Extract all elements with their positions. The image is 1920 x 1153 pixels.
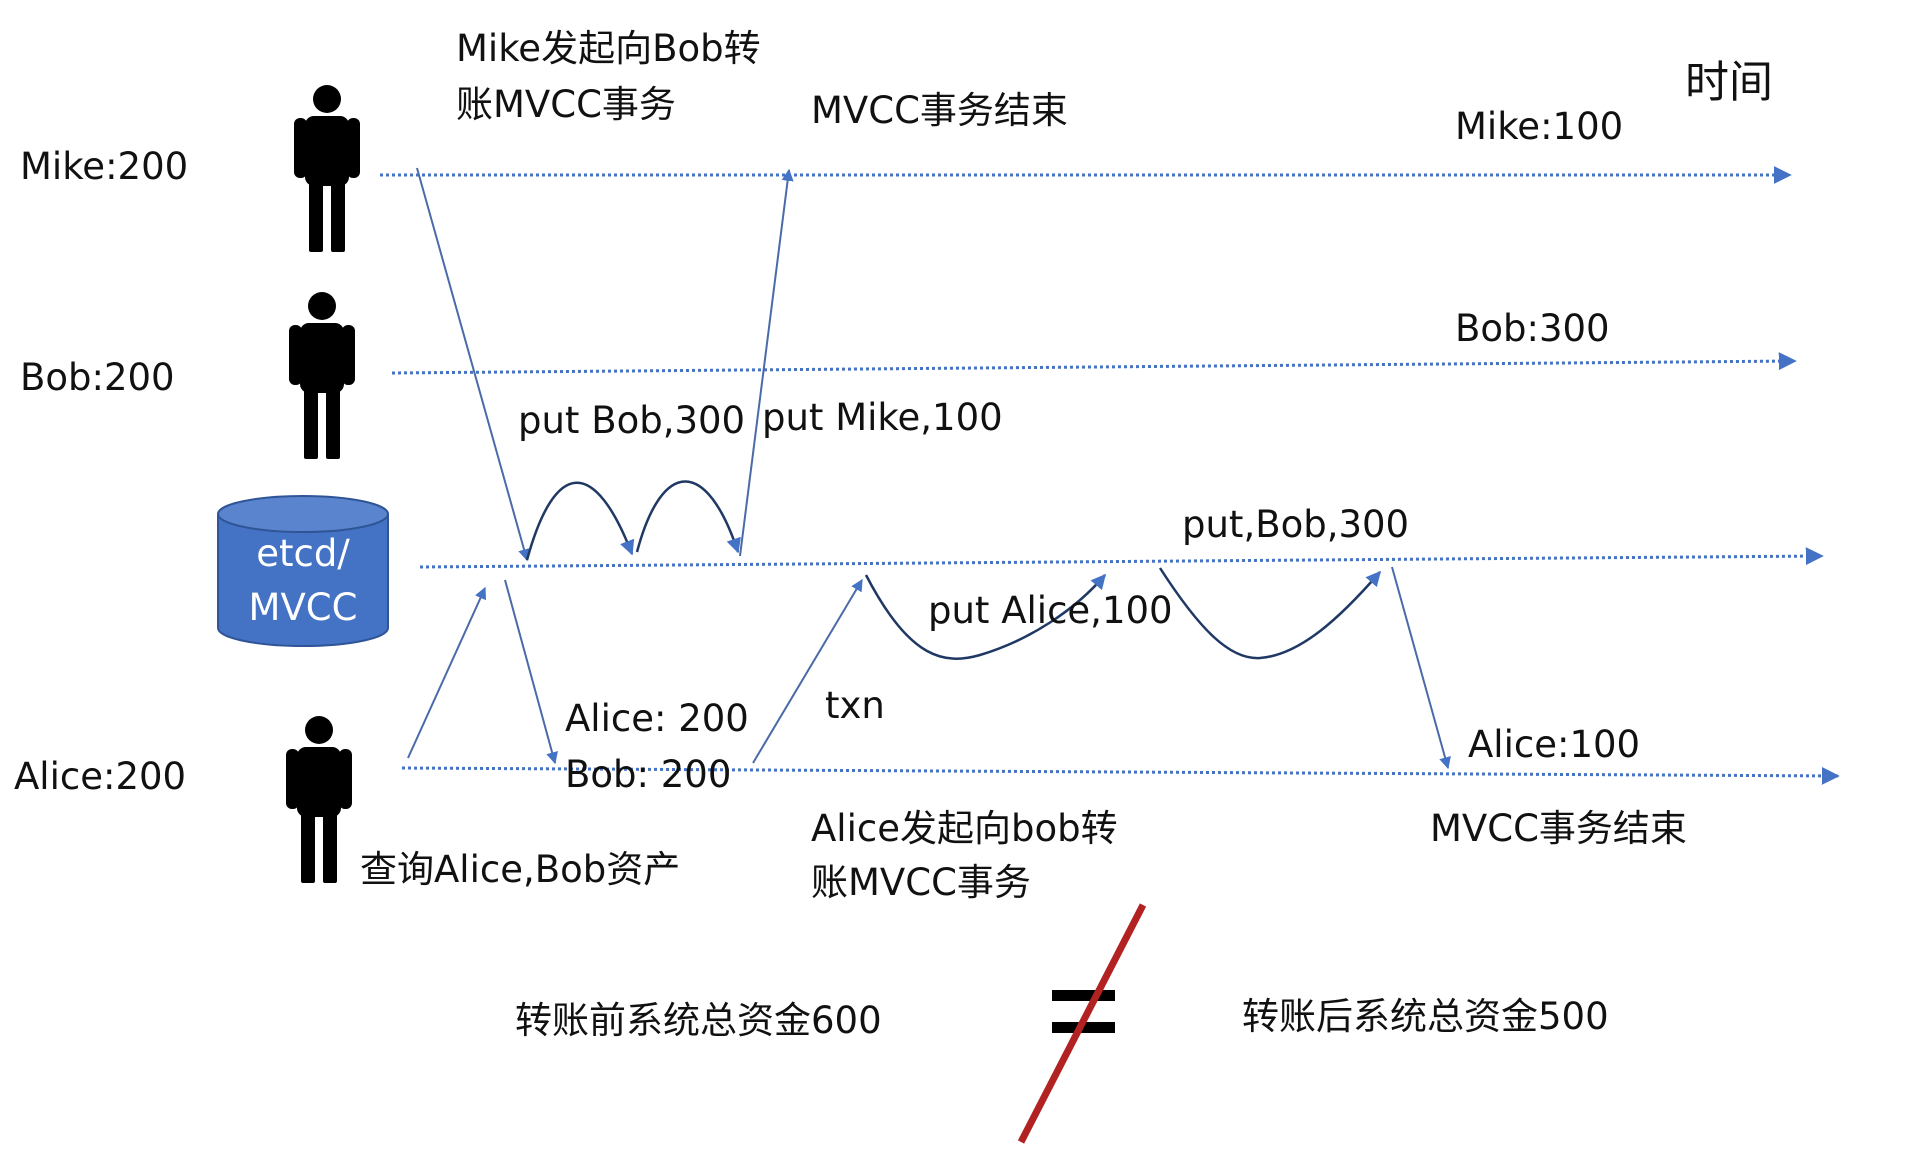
mike-put-bob-arc xyxy=(525,481,635,561)
bob-initial-balance: Bob:200 xyxy=(20,356,175,399)
alice-txn-request-arrow xyxy=(752,578,863,764)
alice-txn-marker-label: txn xyxy=(825,684,885,727)
alice-query-response-arrow xyxy=(504,579,558,765)
alice-initial-balance: Alice:200 xyxy=(14,755,187,798)
bob-final-balance: Bob:300 xyxy=(1455,307,1610,350)
alice-put-alice-arc xyxy=(864,573,1106,660)
alice-person-icon xyxy=(286,716,352,883)
alice-timeline xyxy=(401,766,1840,785)
alice-put-alice-label: put Alice,100 xyxy=(928,589,1173,632)
mike-put-mike-arc xyxy=(635,480,741,554)
alice-put-bob-arc xyxy=(1158,567,1381,660)
alice-final-balance: Alice:100 xyxy=(1468,723,1641,766)
alice-txn-end-label: MVCC事务结束 xyxy=(1430,807,1687,850)
funds-before-label: 转账前系统总资金600 xyxy=(515,999,882,1042)
alice-txn-start-label-line1: Alice发起向bob转 xyxy=(811,807,1118,850)
bob-timeline xyxy=(391,352,1797,375)
etcd-label-line1: etcd/ xyxy=(256,532,350,575)
mike-txn-start-label-line2: 账MVCC事务 xyxy=(456,83,676,126)
alice-query-result-alice: Alice: 200 xyxy=(565,697,749,740)
mike-request-arrow xyxy=(416,167,530,562)
etcd-label-line2: MVCC xyxy=(248,586,358,629)
etcd-database-label: etcd/ MVCC xyxy=(214,527,392,635)
alice-query-result-bob: Bob: 200 xyxy=(565,753,732,796)
funds-after-label: 转账后系统总资金500 xyxy=(1242,995,1609,1038)
alice-query-label: 查询Alice,Bob资产 xyxy=(360,848,681,891)
alice-put-bob-label: put,Bob,300 xyxy=(1182,503,1410,546)
mike-put-bob-label: put Bob,300 xyxy=(518,399,746,442)
mike-txn-end-label: MVCC事务结束 xyxy=(811,89,1068,132)
etcd-database-icon xyxy=(217,495,389,647)
mike-put-mike-label: put Mike,100 xyxy=(762,396,1003,439)
alice-txn-start-label-line2: 账MVCC事务 xyxy=(811,861,1031,904)
mike-initial-balance: Mike:200 xyxy=(20,145,189,188)
alice-commit-arrow xyxy=(1391,566,1451,770)
mike-final-balance: Mike:100 xyxy=(1455,105,1624,148)
bob-person-icon xyxy=(289,292,355,459)
mike-txn-start-label-line1: Mike发起向Bob转 xyxy=(456,27,761,70)
etcd-timeline xyxy=(419,547,1824,569)
alice-query-request-arrow xyxy=(407,586,487,759)
mike-person-icon xyxy=(294,85,360,252)
not-equal-icon xyxy=(1017,903,1147,1144)
time-axis-label: 时间 xyxy=(1685,57,1773,108)
mike-commit-arrow xyxy=(739,168,794,557)
